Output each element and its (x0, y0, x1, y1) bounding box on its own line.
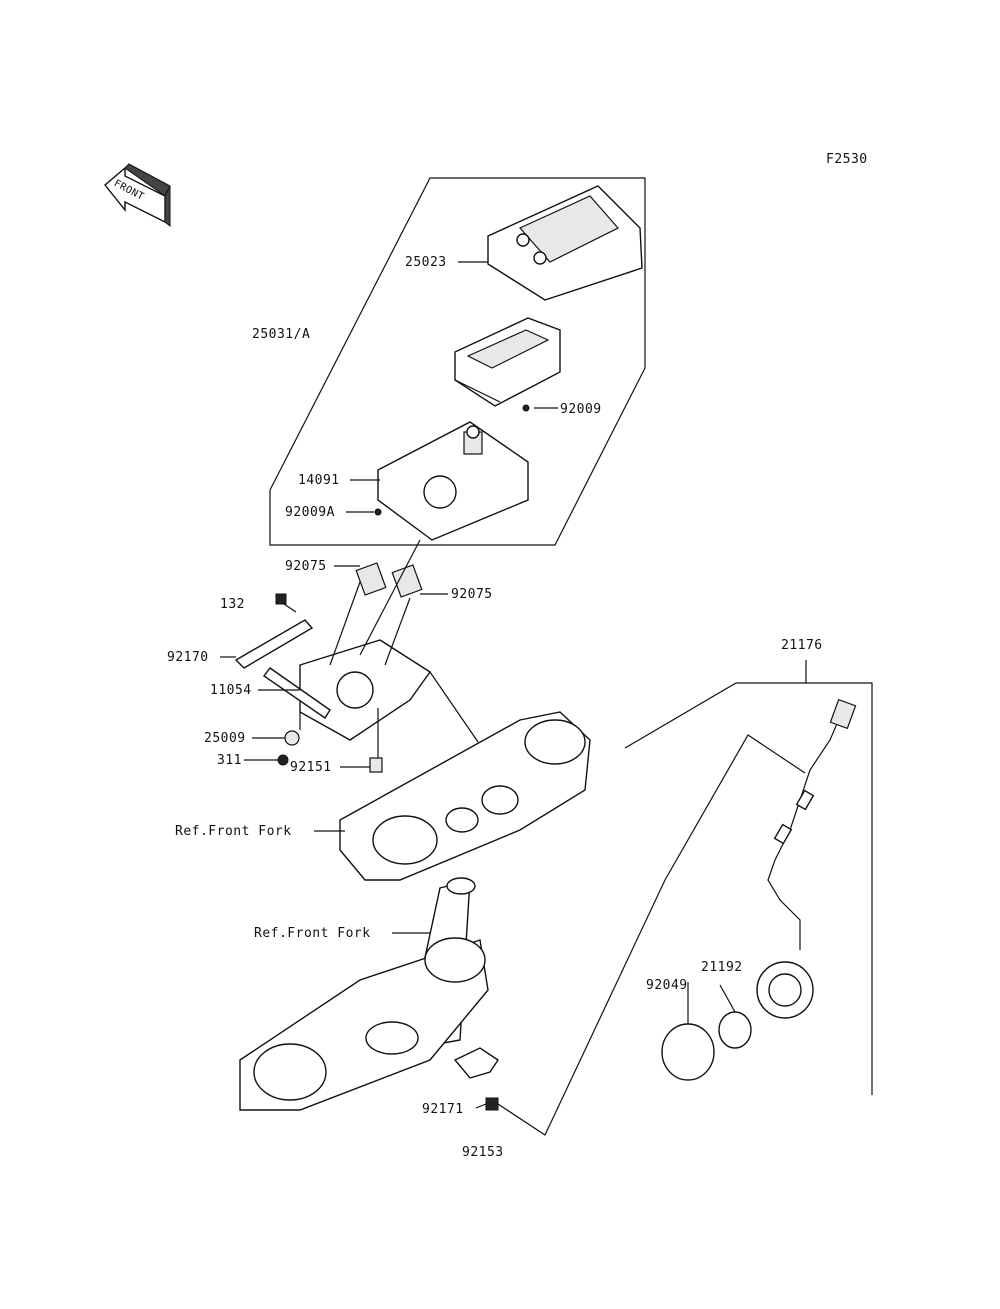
label-ref-front-fork-upper: Ref.Front Fork (175, 824, 292, 839)
label-14091: 14091 (298, 473, 340, 488)
screw-92009a (374, 508, 382, 516)
label-21176: 21176 (781, 638, 823, 653)
meter-assembly-frame (269, 177, 646, 546)
label-92009: 92009 (560, 402, 602, 417)
label-92153: 92153 (462, 1145, 504, 1160)
label-92075-left: 92075 (285, 559, 327, 574)
ring-21192 (718, 1011, 752, 1049)
label-92170: 92170 (167, 650, 209, 665)
lower-triple-clamp (239, 877, 489, 1111)
upper-triple-clamp (339, 711, 591, 881)
clamp-92171 (453, 1047, 499, 1079)
damper-left (355, 562, 387, 596)
label-11054: 11054 (210, 683, 252, 698)
diagram-code: F2530 (826, 152, 868, 167)
label-25023: 25023 (405, 255, 447, 270)
meter-upper-cover (487, 185, 643, 301)
label-132: 132 (220, 597, 245, 612)
screw-92009 (522, 404, 530, 412)
nut-311 (277, 754, 289, 766)
label-92151: 92151 (290, 760, 332, 775)
bolt-92151 (369, 757, 383, 773)
label-25009: 25009 (204, 731, 246, 746)
strap (263, 667, 331, 719)
meter-unit (454, 317, 561, 407)
bolt-92153 (485, 1097, 499, 1111)
label-311: 311 (217, 753, 242, 768)
label-92171: 92171 (422, 1102, 464, 1117)
front-arrow-icon (104, 163, 171, 228)
leader-lines (220, 261, 873, 1136)
washer-25009 (284, 730, 300, 746)
label-92049: 92049 (646, 978, 688, 993)
label-92009a: 92009A (285, 505, 335, 520)
bolt-132 (275, 593, 297, 613)
band-92170 (234, 619, 314, 669)
label-25031a: 25031/A (252, 327, 311, 342)
damper-right (391, 564, 423, 598)
bracket-11054 (299, 639, 431, 741)
meter-lower-case (377, 421, 529, 541)
label-92075-right: 92075 (451, 587, 493, 602)
label-21192: 21192 (701, 960, 743, 975)
speed-sensor-cable (756, 698, 857, 1019)
label-ref-front-fork-lower: Ref.Front Fork (254, 926, 371, 941)
seal-92049 (661, 1023, 715, 1081)
